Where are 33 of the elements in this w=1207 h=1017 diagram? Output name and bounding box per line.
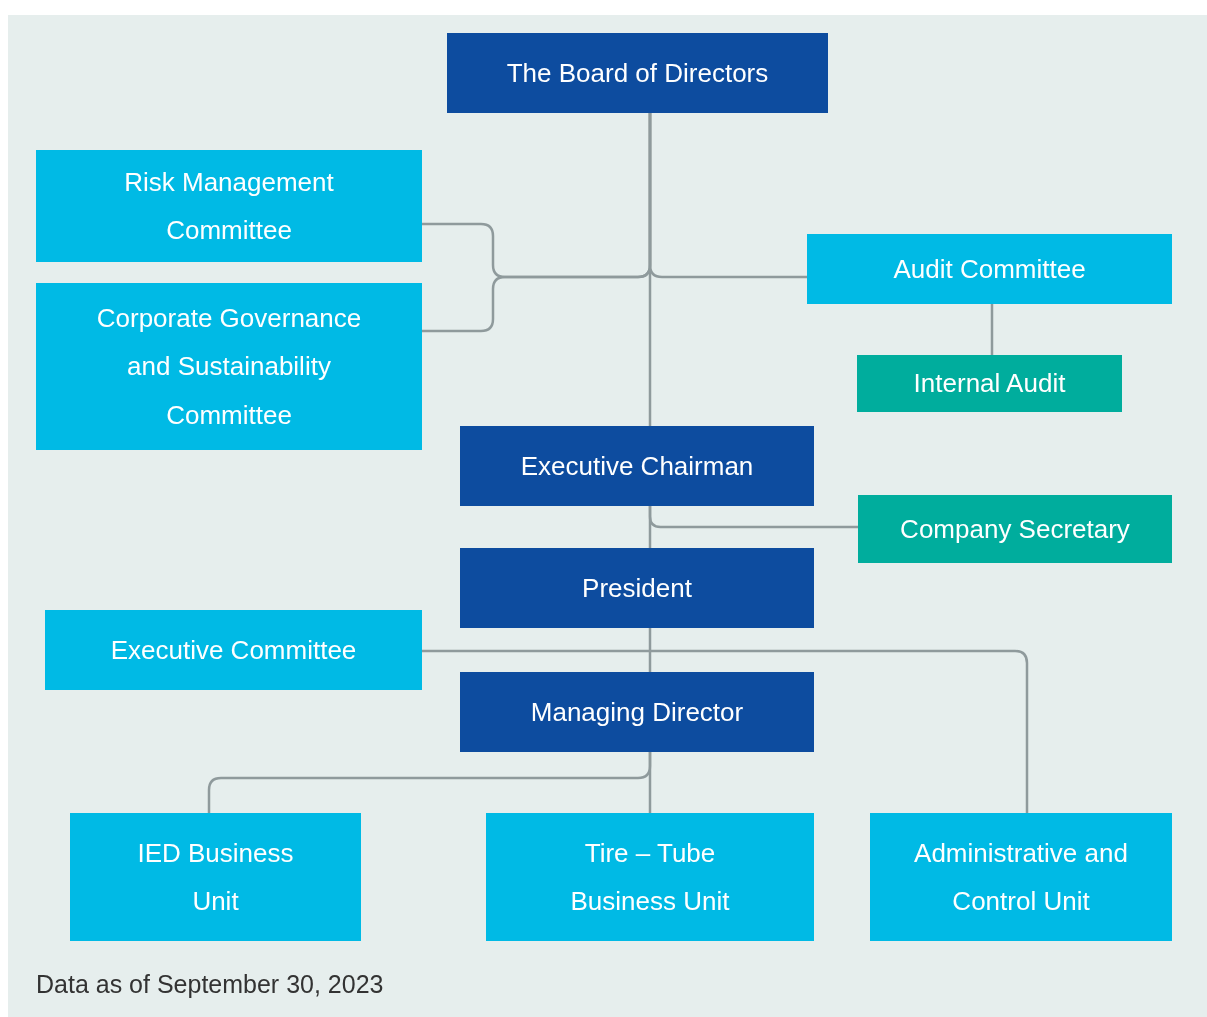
connector-line bbox=[648, 628, 652, 672]
box-label: Executive Chairman bbox=[520, 449, 754, 483]
org-box bbox=[460, 548, 814, 628]
box-label: President bbox=[582, 571, 692, 605]
org-box bbox=[70, 813, 361, 941]
connector-line bbox=[422, 649, 1029, 813]
box-label: Risk Management Committee bbox=[123, 165, 335, 247]
footnote: Data as of September 30, 2023 bbox=[36, 970, 384, 999]
box-label: Tire – Tube Business Unit bbox=[569, 836, 731, 918]
org-box bbox=[460, 426, 814, 506]
org-box bbox=[857, 355, 1122, 412]
connector-line bbox=[648, 752, 652, 813]
connector-line bbox=[648, 113, 652, 426]
org-box bbox=[36, 150, 422, 262]
box-label: The Board of Directors bbox=[506, 56, 769, 90]
box-label: Internal Audit bbox=[913, 367, 1066, 401]
org-box bbox=[460, 672, 814, 752]
box-label: Corporate Governance and Sustainability Committee bbox=[95, 302, 363, 432]
box-label: Administrative and Control Unit bbox=[913, 836, 1129, 918]
box-label: Company Secretary bbox=[900, 512, 1130, 546]
box-label: Audit Committee bbox=[893, 252, 1086, 286]
org-box bbox=[36, 283, 422, 450]
org-box bbox=[870, 813, 1172, 941]
box-label: Executive Committee bbox=[110, 633, 357, 667]
connector-line bbox=[990, 304, 994, 355]
box-label: Managing Director bbox=[530, 695, 744, 729]
org-box bbox=[45, 610, 422, 690]
connector-line bbox=[648, 506, 858, 529]
box-label: IED Business Unit bbox=[136, 836, 295, 918]
org-box bbox=[486, 813, 814, 941]
org-box bbox=[858, 495, 1172, 563]
org-box bbox=[807, 234, 1172, 304]
org-box bbox=[447, 33, 828, 113]
